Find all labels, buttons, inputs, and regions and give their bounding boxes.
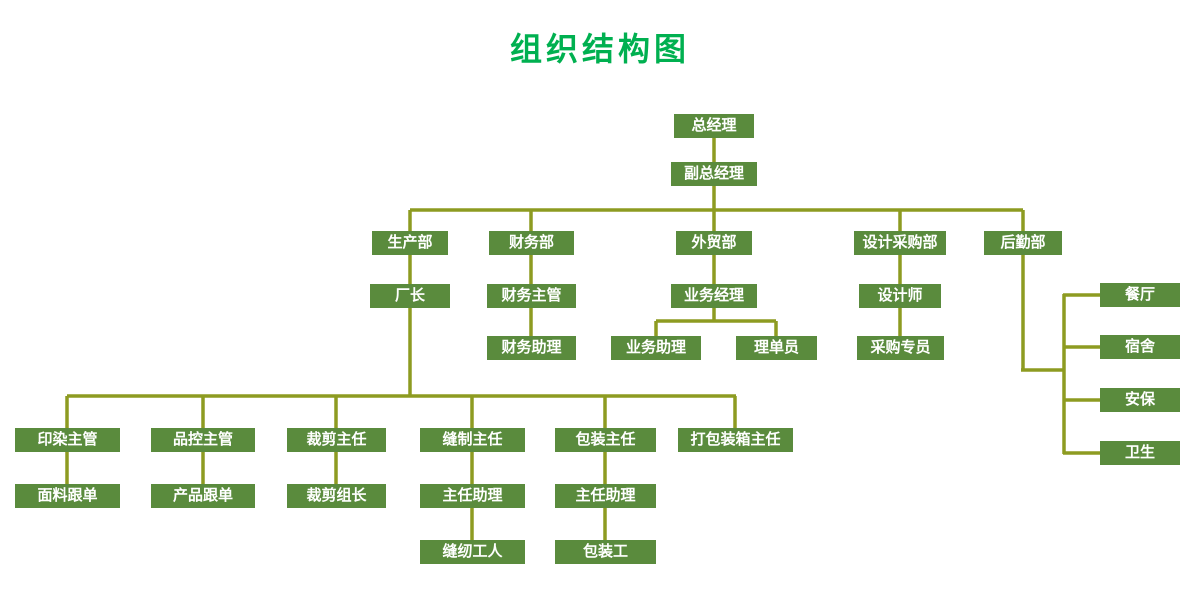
org-node-design-procurement-dept: 设计采购部 (854, 231, 946, 255)
org-node-fabric-merchandiser: 面料跟单 (15, 484, 120, 508)
org-node-security: 安保 (1100, 388, 1180, 412)
org-node-designer: 设计师 (859, 284, 941, 308)
org-node-cutting-team-leader: 裁剪组长 (287, 484, 386, 508)
org-node-sewing-director-assistant: 主任助理 (420, 484, 525, 508)
org-node-sanitation: 卫生 (1100, 441, 1180, 465)
org-node-production-dept: 生产部 (372, 231, 448, 255)
org-node-procurement-specialist: 采购专员 (857, 336, 944, 360)
org-node-finance-assistant: 财务助理 (487, 336, 576, 360)
org-node-factory-director: 厂长 (370, 284, 450, 308)
org-node-deputy-general-manager: 副总经理 (671, 162, 757, 186)
org-node-business-manager: 业务经理 (671, 284, 757, 308)
org-node-sewing-workers: 缝纫工人 (420, 540, 525, 564)
org-node-packaging-director-assistant: 主任助理 (555, 484, 656, 508)
org-node-foreign-trade-dept: 外贸部 (676, 231, 752, 255)
org-node-canteen: 餐厅 (1100, 283, 1180, 307)
org-node-cutting-director: 裁剪主任 (287, 428, 386, 452)
chart-title: 组织结构图 (509, 31, 690, 67)
org-node-quality-control-supervisor: 品控主管 (151, 428, 255, 452)
org-node-packer: 包装工 (555, 540, 656, 564)
org-node-packaging-director: 包装主任 (555, 428, 656, 452)
org-node-logistics-dept: 后勤部 (984, 231, 1062, 255)
org-node-finance-dept: 财务部 (489, 231, 574, 255)
org-node-general-manager: 总经理 (674, 114, 754, 138)
org-node-dyeing-supervisor: 印染主管 (15, 428, 120, 452)
org-node-sewing-director: 缝制主任 (420, 428, 525, 452)
org-node-documentation-clerk: 理单员 (736, 336, 817, 360)
org-node-product-merchandiser: 产品跟单 (151, 484, 255, 508)
org-node-business-assistant: 业务助理 (611, 336, 701, 360)
org-node-finance-supervisor: 财务主管 (487, 284, 576, 308)
org-node-packing-boxing-director: 打包装箱主任 (678, 428, 793, 452)
org-node-dormitory: 宿舍 (1100, 335, 1180, 359)
